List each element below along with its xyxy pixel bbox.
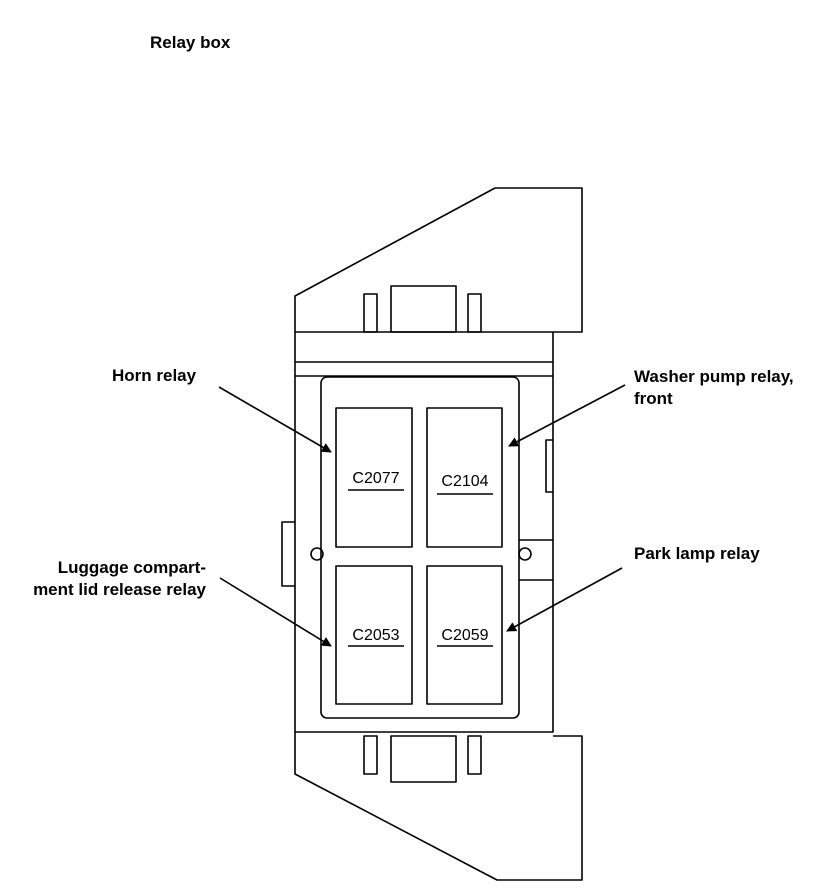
right-pin	[518, 547, 532, 561]
callout-horn-relay: Horn relay	[112, 365, 196, 387]
arrow-luggage	[219, 577, 332, 647]
left-pin	[310, 547, 324, 561]
bottom-bracket	[294, 732, 583, 881]
relay-slot-top-right	[426, 407, 503, 548]
relay-code-bottom-right: C2059	[441, 627, 488, 644]
relay-slot-bottom-left	[335, 565, 413, 705]
bottom-connector	[390, 735, 457, 783]
callout-horn-line-1: Horn relay	[112, 366, 197, 385]
callout-washer-pump-relay: Washer pump relay, front	[634, 366, 794, 410]
callout-washer-line-1: Washer pump relay,	[634, 367, 794, 386]
callout-luggage-line-2: ment lid release relay	[33, 580, 206, 599]
top-bracket	[294, 187, 583, 333]
top-connector	[390, 285, 457, 333]
relay-code-top-left: C2077	[352, 470, 399, 487]
box-body	[294, 332, 554, 733]
arrow-horn	[218, 386, 332, 453]
right-notch-upper	[545, 439, 553, 493]
left-tab	[281, 521, 295, 587]
relay-code-top-right: C2104	[441, 473, 488, 490]
callout-washer-line-2: front	[634, 389, 673, 408]
callout-luggage-release-relay: Luggage compart- ment lid release relay	[33, 557, 206, 601]
relay-slot-top-left	[335, 407, 413, 548]
arrow-washer	[508, 384, 626, 447]
page-title: Relay box	[150, 33, 231, 52]
arrow-park	[506, 567, 623, 632]
relay-code-bottom-left: C2053	[352, 627, 399, 644]
inner-frame	[320, 376, 520, 719]
callout-luggage-line-1: Luggage compart-	[57, 558, 206, 577]
top-pin-right	[467, 293, 482, 333]
top-pin-left	[363, 293, 378, 333]
callout-park-line-1: Park lamp relay	[634, 544, 760, 563]
callout-park-lamp-relay: Park lamp relay	[634, 543, 760, 565]
bottom-pin-left	[363, 735, 378, 775]
bottom-pin-right	[467, 735, 482, 775]
relay-slot-bottom-right	[426, 565, 503, 705]
